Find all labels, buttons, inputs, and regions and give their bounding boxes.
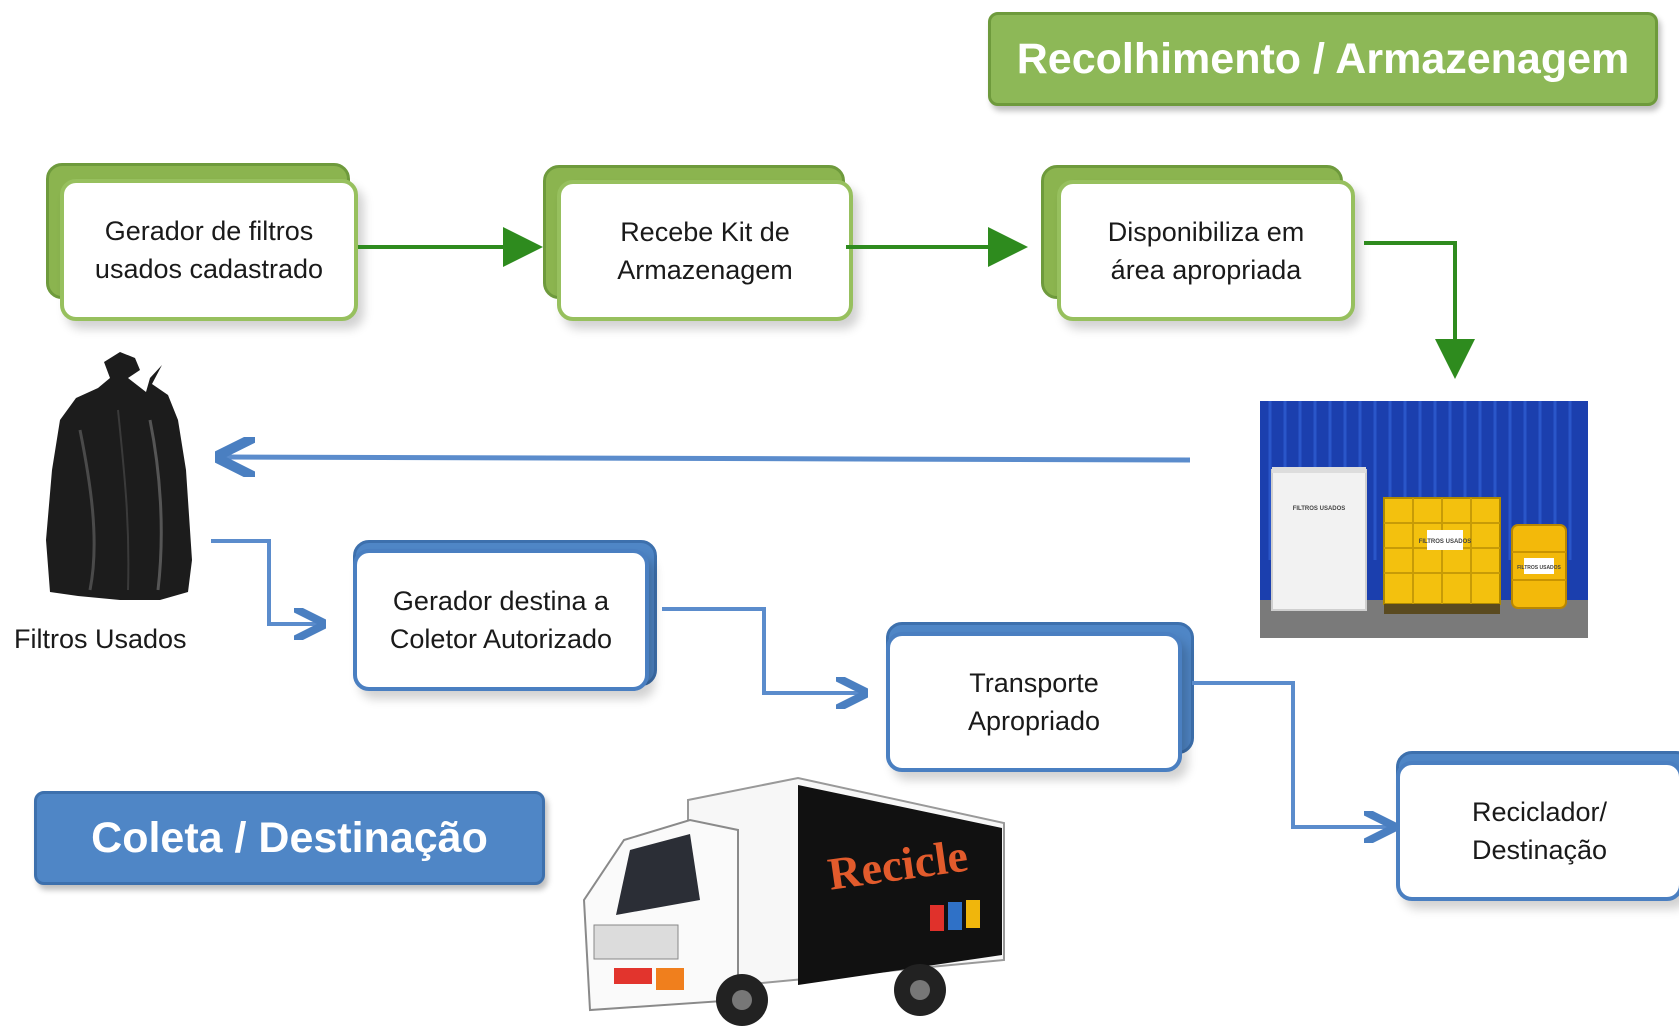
arrow-transporte-to-reciclador xyxy=(1192,681,1388,827)
arrow-containers-to-bag xyxy=(225,457,1191,460)
bag-caption: Filtros Usados xyxy=(14,624,187,654)
node-text-line2: Armazenagem xyxy=(617,254,793,285)
container-label-2: FILTROS USADOS xyxy=(1419,539,1472,545)
section-title-recolhimento: Recolhimento / Armazenagem xyxy=(988,12,1658,106)
node-text-line1: Recebe Kit de xyxy=(620,216,790,247)
container-label-3: FILTROS USADOS xyxy=(1517,565,1561,571)
node-text-line2: Destinação xyxy=(1471,835,1608,865)
arrow-bag-to-destina xyxy=(211,539,318,624)
arrow-destina-to-transporte xyxy=(662,607,860,693)
node-text-line2: área apropriada xyxy=(1110,254,1302,285)
storage-containers-image: FILTROS USADOS FILTROS USADOS FILTROS US… xyxy=(1260,401,1588,638)
garbage-bag-image xyxy=(46,352,192,600)
node-text-line1: Gerador destina a xyxy=(392,586,610,616)
node-text-line2: Apropriado xyxy=(967,706,1101,736)
node-text-line1: Gerador de filtros xyxy=(104,216,314,246)
node-text-line1: Transporte xyxy=(969,668,1099,698)
section-title-coleta: Coleta / Destinação xyxy=(34,791,545,885)
node-text-line2: usados cadastrado xyxy=(94,254,324,284)
node-text-line1: Reciclador/ xyxy=(1471,797,1608,827)
arrow-disponibiliza-to-containers xyxy=(1364,241,1475,379)
node-text-line2: Coletor Autorizado xyxy=(389,624,613,654)
container-label-1: FILTROS USADOS xyxy=(1293,506,1346,512)
node-text-line1: Disponibiliza em xyxy=(1107,216,1305,247)
truck-image: Recicle xyxy=(582,776,1005,1026)
